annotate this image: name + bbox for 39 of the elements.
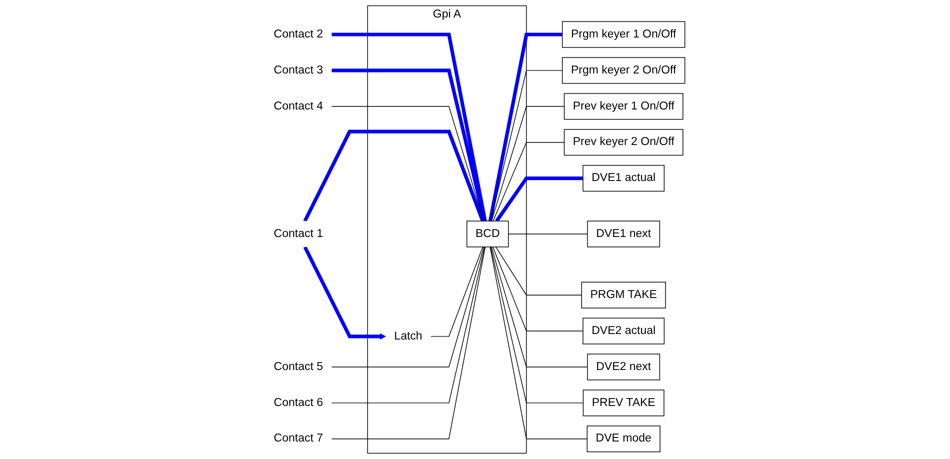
node-box: BCD bbox=[466, 220, 509, 248]
node-box: DVE1 next bbox=[587, 220, 660, 248]
node-box: DVE2 actual bbox=[582, 318, 665, 344]
node-box: PREV TAKE bbox=[582, 390, 664, 416]
arrow bbox=[303, 246, 386, 340]
node-text: Contact 1 bbox=[274, 228, 324, 240]
connector bbox=[332, 32, 487, 222]
node-box: DVE1 actual bbox=[582, 164, 665, 192]
node-box: Prev keyer 2 On/Off bbox=[564, 129, 684, 156]
connector bbox=[492, 142, 565, 222]
node-text: Contact 2 bbox=[274, 28, 324, 40]
node-box: DVE2 next bbox=[587, 354, 660, 380]
connector bbox=[495, 176, 583, 222]
node-text: Contact 6 bbox=[274, 396, 324, 409]
node-text: Latch bbox=[394, 330, 422, 342]
node-box: Prgm keyer 1 On/Off bbox=[562, 21, 686, 48]
connector bbox=[430, 246, 484, 337]
node-box: PRGM TAKE bbox=[581, 282, 666, 308]
connector bbox=[332, 68, 486, 222]
node-text: Contact 5 bbox=[274, 360, 324, 373]
connector bbox=[331, 246, 484, 368]
connector bbox=[331, 246, 486, 404]
connector bbox=[490, 246, 584, 404]
node-text: Contact 3 bbox=[274, 64, 324, 76]
node-text: Contact 4 bbox=[274, 100, 324, 112]
connector bbox=[490, 246, 588, 440]
connector bbox=[496, 246, 582, 296]
node-box: Prev keyer 1 On/Off bbox=[564, 93, 684, 120]
connector bbox=[303, 130, 484, 222]
connector bbox=[491, 246, 588, 368]
node-box: DVE mode bbox=[586, 426, 660, 452]
connector bbox=[492, 246, 584, 332]
node-box: Prgm keyer 2 On/Off bbox=[562, 57, 686, 84]
connector bbox=[331, 106, 484, 222]
connector bbox=[488, 32, 562, 222]
node-text: Contact 7 bbox=[274, 432, 324, 445]
connector bbox=[490, 70, 563, 222]
connector bbox=[331, 246, 486, 440]
connector bbox=[491, 106, 565, 222]
